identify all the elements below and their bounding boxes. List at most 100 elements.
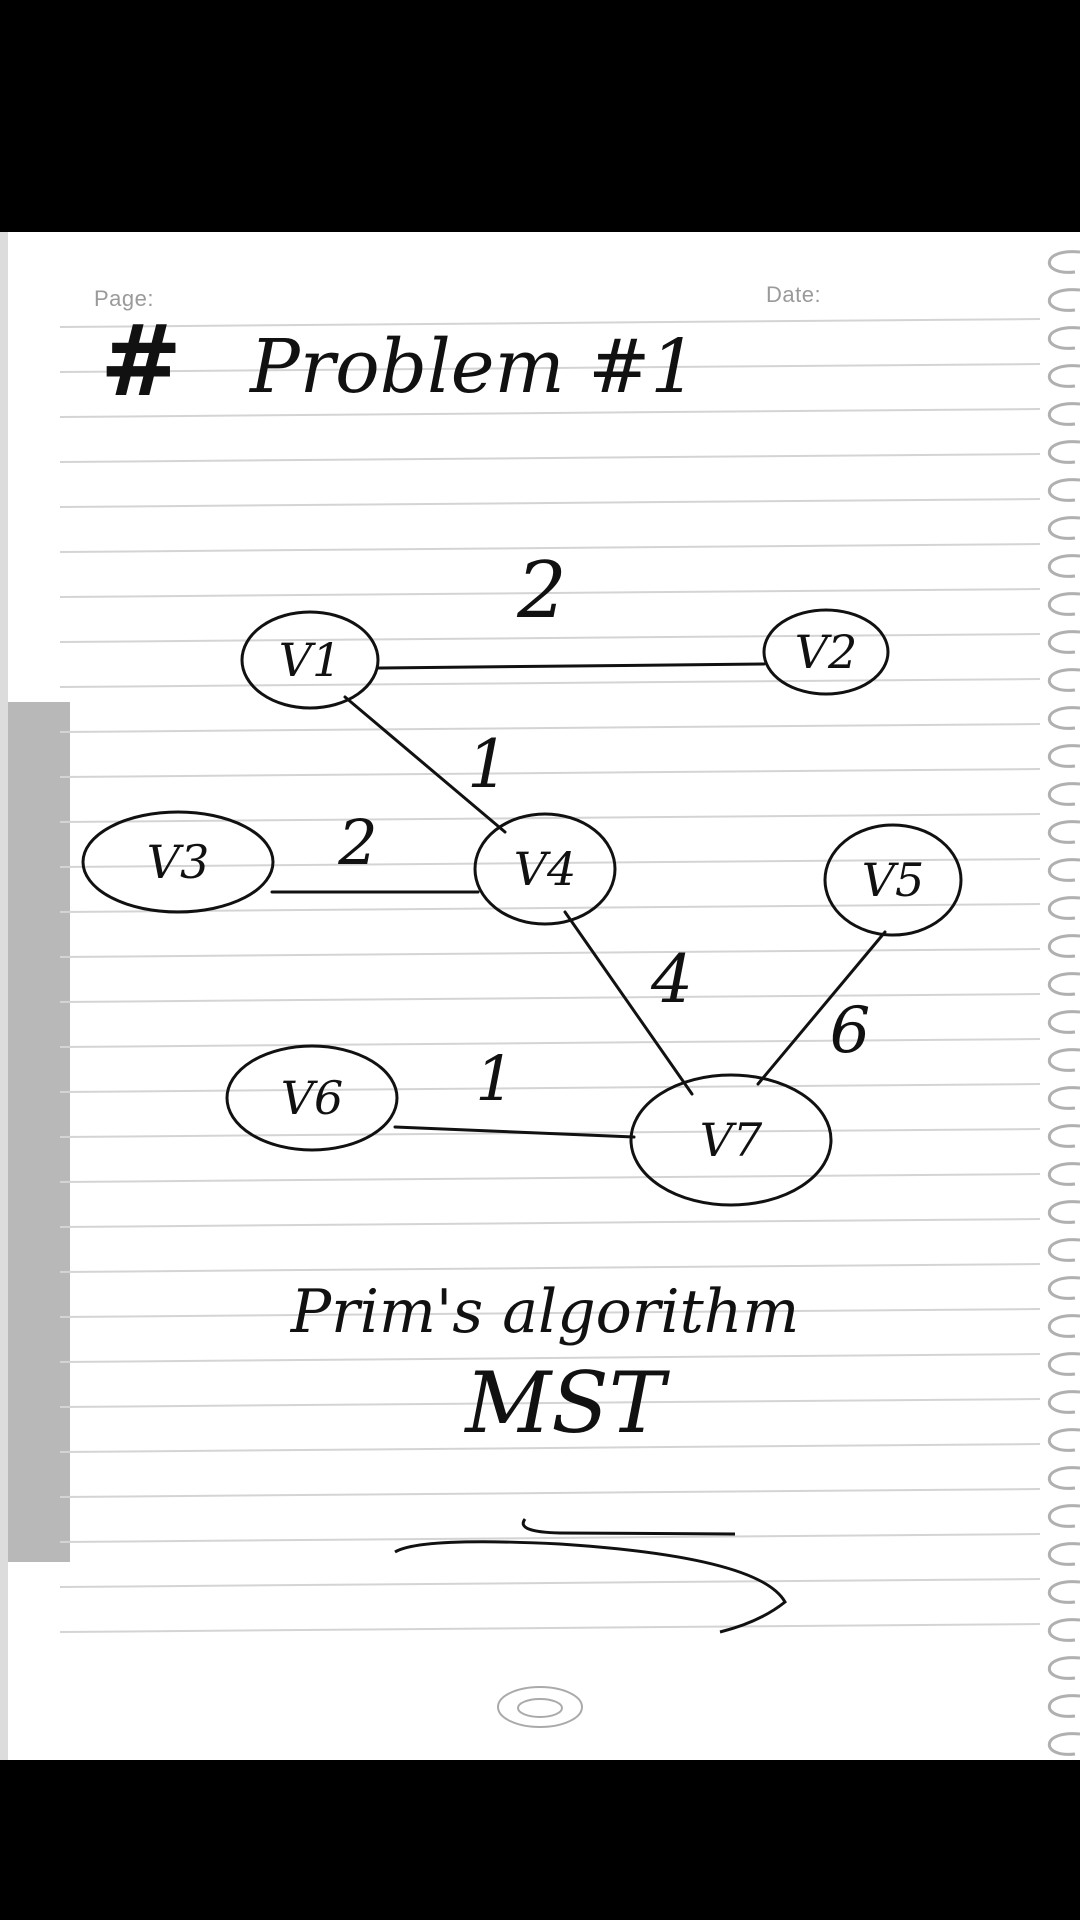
spiral-ring [1047,554,1080,578]
ruled-line [59,1578,1041,1588]
ruled-line [59,1353,1041,1363]
node-label: V7 [700,1113,763,1167]
ruled-line [59,318,1041,328]
ruled-lines [59,318,1041,1633]
spiral-ring [1047,402,1080,426]
node-circle [473,812,617,926]
spiral-ring [1047,1276,1080,1300]
edge-weight-v4-v7: 4 [650,941,693,1018]
node-label: V3 [147,835,210,889]
spiral-ring [1047,364,1080,388]
ruled-line [59,678,1041,688]
ruled-line [59,1308,1041,1318]
node-label: V5 [862,853,925,907]
graph-edges [270,662,887,1139]
ruled-line [59,543,1041,553]
note-prims-algorithm: Prim's algorithm [290,1277,800,1347]
node-label: V6 [281,1071,344,1125]
date-label: Date: [766,282,822,307]
edge-weight-v3-v4: 2 [337,806,377,879]
spiral-ring [1047,478,1080,502]
spiral-ring [1047,934,1080,958]
ruled-line [59,903,1041,913]
underline-short [521,1518,736,1536]
node-circle [225,1044,399,1152]
spiral-ring [1047,1504,1080,1528]
ruled-line [59,408,1041,418]
node-label: V1 [279,633,342,687]
spiral-ring [1047,1390,1080,1414]
ruled-line [59,723,1041,733]
notebook-logo-inner [517,1698,563,1718]
edge-v5-v7 [756,930,887,1086]
spiral-ring [1047,706,1080,730]
ruled-line [59,813,1041,823]
ruled-line [59,1263,1041,1273]
node-v3: V3 [81,810,275,914]
ruled-line [59,453,1041,463]
spiral-ring [1047,516,1080,540]
ruled-line [59,948,1041,958]
spiral-ring [1047,1200,1080,1224]
spiral-ring [1047,630,1080,654]
spiral-ring [1047,1694,1080,1718]
ruled-line [59,993,1041,1003]
spiral-ring [1047,668,1080,692]
spiral-ring [1047,250,1080,274]
title-hash: # [100,304,183,419]
page-label: Page: [94,286,154,311]
spiral-ring [1047,782,1080,806]
spiral-ring [1047,1048,1080,1072]
spiral-ring [1047,440,1080,464]
ruled-line [59,1443,1041,1453]
ruled-line [59,1398,1041,1408]
edge-v1-v4 [343,695,507,834]
node-circle [240,610,380,710]
spiral-ring [1047,1542,1080,1566]
ruled-line [59,1623,1041,1633]
ruled-line [59,1218,1041,1228]
node-circle [762,608,890,696]
underline-swoosh [394,1540,787,1634]
spiral-ring [1047,1162,1080,1186]
spiral-binding [1047,250,1080,1756]
spiral-ring [1047,744,1080,768]
ruled-line [59,1488,1041,1498]
edge-weight-v1-v4: 1 [467,726,509,803]
edge-v4-v7 [563,910,694,1096]
page-edge [0,232,8,1760]
spiral-ring [1047,1238,1080,1262]
spiral-ring [1047,592,1080,616]
ruled-line [59,588,1041,598]
node-label: V4 [514,842,577,896]
spiral-ring [1047,326,1080,350]
spiral-ring [1047,1124,1080,1148]
edge-weight-v6-v7: 1 [475,1042,514,1115]
spiral-ring [1047,1732,1080,1756]
ruled-line [59,1173,1041,1183]
node-v1: V1 [240,610,380,710]
ruled-line [59,1083,1041,1093]
spiral-ring [1047,896,1080,920]
spiral-ring [1047,288,1080,312]
edge-weight-v1-v2: 2 [516,546,567,636]
title-text: Problem #1 [250,324,698,410]
spiral-ring [1047,1352,1080,1376]
node-circle [81,810,275,914]
ruled-line [59,858,1041,868]
spiral-ring [1047,1314,1080,1338]
spiral-ring [1047,1428,1080,1452]
edge-weight-v5-v7: 6 [830,994,871,1068]
spiral-ring [1047,1466,1080,1490]
spiral-ring [1047,820,1080,844]
spiral-ring [1047,1656,1080,1680]
spiral-ring [1047,972,1080,996]
node-v7: V7 [629,1073,833,1207]
left-shadow [0,702,70,1562]
edge-v6-v7 [393,1125,636,1139]
node-circle [823,823,963,937]
ruled-line [59,1533,1041,1543]
